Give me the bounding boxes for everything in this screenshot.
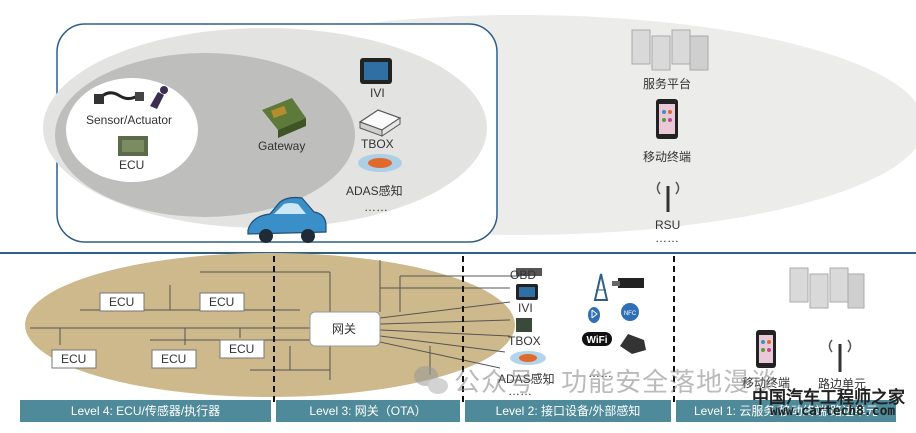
wechat-logo-icon	[414, 366, 448, 394]
adas-sensing-icon	[358, 154, 402, 172]
ecu-label-5: ECU	[229, 342, 255, 356]
mobile-terminal-label: 移动终端	[643, 150, 692, 164]
sensor-actuator-label: Sensor/Actuator	[86, 113, 173, 127]
adas-small-icon	[510, 351, 546, 365]
rsu-antenna-icon	[656, 181, 680, 212]
gateway-box-label: 网关	[332, 322, 357, 336]
site-watermark-url: www.cartech8.com	[770, 404, 896, 419]
cable-sensor-icon	[94, 91, 144, 104]
vehicle-network-ellipse	[25, 253, 515, 397]
ecu-board-icon	[118, 136, 148, 156]
cell-tower-icon	[593, 273, 609, 301]
site-watermark-cn: 中国汽车工程师之家	[752, 388, 905, 408]
adas-label-top: ADAS感知	[346, 184, 403, 198]
ellipsis-bottom: ……	[508, 384, 532, 398]
level-1-label: Level 1: 云服务/移动终端/路边单元	[676, 400, 896, 422]
car-icon	[247, 196, 327, 243]
ecu-box-5	[219, 339, 265, 359]
ecu-box-1	[99, 292, 145, 312]
ecu-box-3	[51, 349, 97, 369]
camera-sensor-icon	[620, 334, 646, 354]
nfc-icon: NFC	[621, 303, 639, 321]
ecu-label-2: ECU	[209, 295, 235, 309]
tbox-label-bottom: TBOX	[508, 334, 541, 348]
gateway-module-icon	[262, 98, 306, 138]
tbox-small-icon	[516, 318, 532, 332]
ellipsis-top: ……	[364, 200, 388, 214]
ivi-label-top: IVI	[370, 86, 385, 100]
mobile-terminal-label-bottom: 移动终端	[742, 376, 791, 390]
gateway-box	[309, 311, 381, 347]
ellipsis-interfaces: ……	[588, 366, 612, 380]
smartphone-icon-2	[756, 330, 776, 368]
level-3-label: Level 3: 网关（OTA）	[276, 400, 460, 422]
ecu-label-top: ECU	[119, 158, 145, 172]
actuator-icon	[150, 86, 168, 109]
level-4-label: Level 4: ECU/传感器/执行器	[20, 400, 271, 422]
server-cluster-icon-2	[789, 267, 865, 309]
smartphone-icon	[656, 99, 678, 139]
ivi-screen-icon	[360, 58, 392, 84]
rsu-antenna-icon-2	[828, 339, 852, 372]
server-cluster-icon	[631, 29, 709, 71]
wechat-watermark: 公众号 · 功能安全落地漫谈	[454, 367, 778, 397]
ivi-label-bottom: IVI	[518, 301, 533, 315]
ivi-small-icon	[516, 284, 538, 300]
tbox-icon	[358, 109, 402, 137]
obd-label: OBD	[510, 268, 537, 282]
usb-icon	[612, 278, 644, 288]
bluetooth-icon	[588, 307, 600, 323]
rsu-label: RSU	[655, 218, 681, 232]
adas-label-bottom: ADAS感知	[498, 372, 555, 386]
ecu-label-3: ECU	[61, 352, 87, 366]
svg-text:NFC: NFC	[624, 311, 637, 317]
obd-port-icon	[516, 268, 542, 276]
wifi-icon: WiFi	[582, 332, 612, 346]
svg-text:WiFi: WiFi	[586, 335, 607, 346]
tbox-label-top: TBOX	[361, 137, 394, 151]
ecu-label-1: ECU	[109, 295, 135, 309]
level-2-label: Level 2: 接口设备/外部感知	[465, 400, 671, 422]
ecu-box-4	[151, 349, 197, 369]
rsu-ellipsis: ……	[655, 231, 679, 245]
ecu-label-4: ECU	[161, 352, 187, 366]
gateway-label: Gateway	[258, 139, 306, 153]
cloud-platform-label: 服务平台	[643, 77, 692, 91]
roadside-unit-label: 路边单元	[818, 377, 867, 391]
ecu-box-2	[199, 292, 245, 312]
